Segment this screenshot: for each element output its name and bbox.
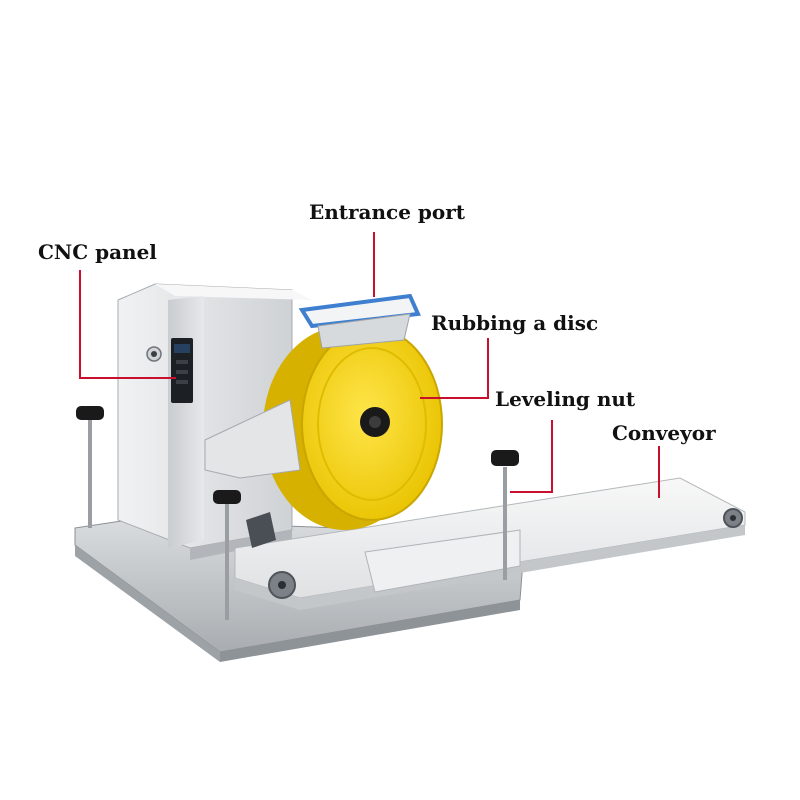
label-conveyor: Conveyor: [612, 421, 716, 445]
entrance-port-hopper: [298, 293, 421, 349]
cnc-panel: [146, 338, 193, 403]
leader-cnc-panel: [79, 270, 176, 379]
label-entrance-port: Entrance port: [309, 200, 466, 224]
digital-display-icon: [174, 344, 190, 353]
label-leveling-nut: Leveling nut: [495, 387, 636, 411]
label-cnc-panel: CNC panel: [38, 240, 157, 264]
label-rubbing-disc: Rubbing a disc: [431, 311, 599, 335]
callout-leaders: [79, 232, 660, 498]
leveling-nuts: [76, 406, 519, 620]
conveyor: [234, 477, 746, 610]
side-guard: [204, 399, 301, 479]
leader-rubbing-disc: [420, 338, 489, 399]
leader-leveling-nut: [510, 420, 553, 493]
